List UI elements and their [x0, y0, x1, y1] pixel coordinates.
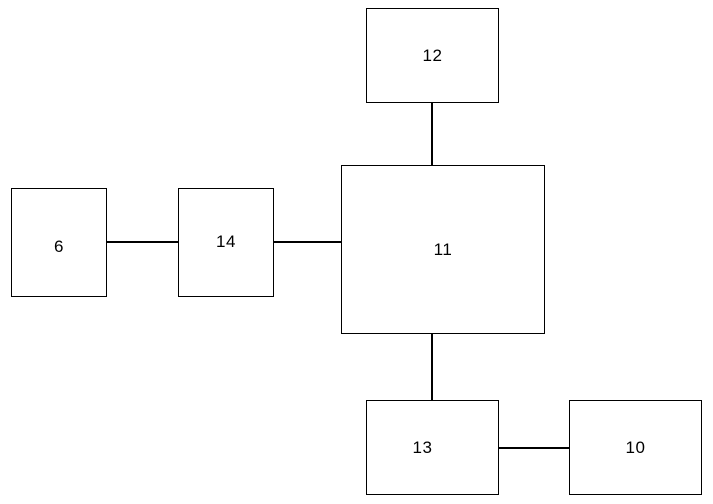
block-13-label: 13	[412, 437, 433, 457]
block-10-label: 10	[625, 437, 646, 457]
block-13: 13	[366, 400, 499, 495]
edge-6-14	[106, 241, 178, 243]
block-12: 12	[366, 8, 499, 103]
edge-13-10	[498, 447, 569, 449]
edge-14-11	[273, 241, 341, 243]
block-6-label: 6	[54, 236, 64, 256]
block-11-label: 11	[433, 239, 453, 259]
edge-11-13	[431, 333, 433, 400]
block-10: 10	[569, 400, 702, 495]
block-12-label: 12	[422, 45, 443, 65]
block-14: 14	[178, 188, 274, 297]
edge-12-11	[431, 102, 433, 165]
block-11: 11	[341, 165, 545, 334]
block-14-label: 14	[216, 231, 236, 251]
block-6: 6	[11, 188, 107, 297]
